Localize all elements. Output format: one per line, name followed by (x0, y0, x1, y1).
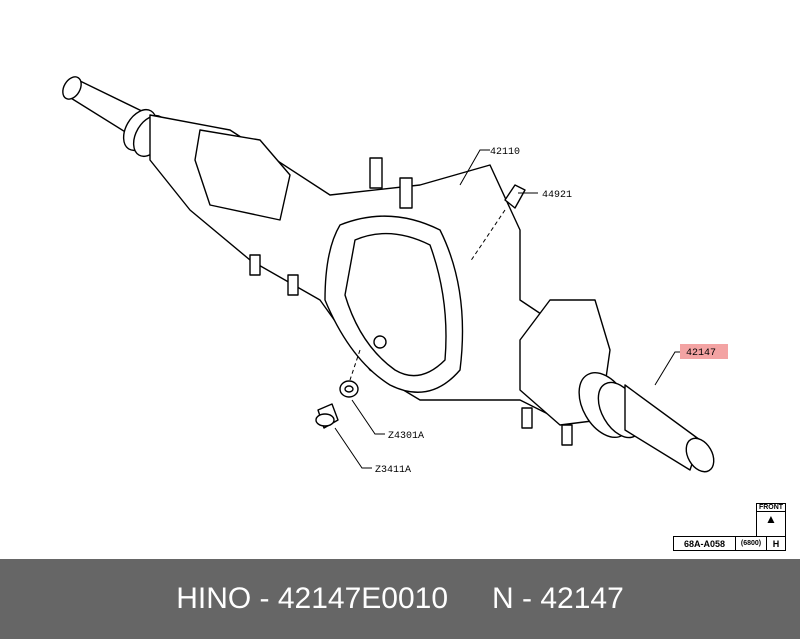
right-axle-shaft (624, 384, 701, 471)
front-indicator: FRONT ▲ (756, 503, 786, 537)
callout-42110[interactable]: 42110 (490, 147, 520, 158)
callout-42147[interactable]: 42147 (686, 348, 716, 359)
callout-z3411a[interactable]: Z3411A (375, 465, 411, 476)
axle-housing-diagram: 42110 44921 42147 Z4301A Z3411A (62, 76, 728, 476)
ref-letter: H (766, 536, 786, 551)
front-arrow-icon: ▲ (765, 512, 777, 526)
callout-z4301a[interactable]: Z4301A (388, 431, 424, 442)
highlight-42147 (680, 344, 728, 359)
brand-part-number: HINO - 42147E0010 (176, 582, 449, 615)
front-label: FRONT (757, 504, 785, 512)
ref-model: (6800) (735, 536, 767, 551)
footer-bar: HINO - 42147E0010 N - 42147 (0, 559, 800, 639)
ref-code: 68A-A058 (673, 536, 736, 551)
short-number: N - 42147 (492, 582, 624, 615)
callout-44921[interactable]: 44921 (542, 190, 572, 201)
